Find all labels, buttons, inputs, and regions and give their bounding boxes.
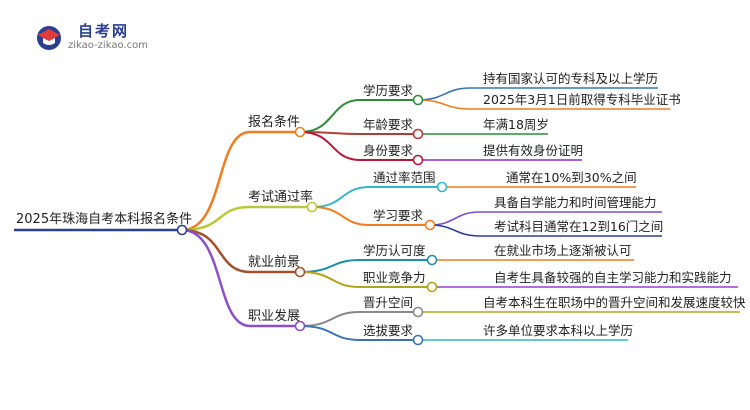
leaf-label: 自考生具备较强的自主学习能力和实践能力 bbox=[494, 270, 732, 285]
logo-url: zikao-zikao.com bbox=[68, 40, 148, 51]
topic-label-identity: 身份要求 bbox=[363, 143, 414, 158]
b2-node-dot bbox=[294, 266, 306, 278]
leaf-label: 考试科目通常在12到16门之间 bbox=[494, 219, 664, 234]
topic-label-age: 年龄要求 bbox=[363, 117, 414, 132]
edge-root-b0 bbox=[181, 130, 300, 232]
b1-c0-node-dot bbox=[436, 181, 448, 193]
topic-label-selection: 选拔要求 bbox=[363, 323, 414, 338]
b3-node-dot bbox=[294, 320, 306, 332]
branch-label-employment: 就业前景 bbox=[248, 255, 301, 270]
edge-b1-c1 bbox=[311, 206, 430, 226]
mindmap-edges bbox=[14, 87, 740, 341]
mindmap-root-label: 2025年珠海自考本科报名条件 bbox=[16, 212, 193, 227]
b1-c1-node-dot bbox=[424, 219, 436, 231]
edge-root-b1 bbox=[181, 205, 312, 232]
branch-label-registration: 报名条件 bbox=[248, 115, 301, 130]
topic-label-education: 学历要求 bbox=[363, 83, 414, 98]
leaf-label: 提供有效身份证明 bbox=[483, 143, 584, 158]
topic-label-pass-range: 通过率范围 bbox=[373, 170, 436, 185]
logo-title: 自考网 bbox=[78, 22, 130, 40]
leaf-label: 具备自学能力和时间管理能力 bbox=[494, 195, 657, 210]
b3-c1-node-dot bbox=[412, 334, 424, 346]
branch-label-career: 职业发展 bbox=[248, 309, 301, 324]
edge-b1-c0 bbox=[311, 186, 442, 208]
site-logo: 自考网 zikao-zikao.com bbox=[30, 18, 180, 58]
b0-c1-node-dot bbox=[412, 128, 424, 140]
edge-b0-c0 bbox=[299, 99, 418, 133]
topic-label-promotion: 晋升空间 bbox=[363, 295, 414, 310]
edge-b2-c1 bbox=[299, 271, 432, 288]
root-node-dot bbox=[176, 224, 188, 236]
topic-label-study: 学习要求 bbox=[373, 208, 424, 223]
leaf-label: 2025年3月1日前取得专科毕业证书 bbox=[483, 92, 681, 107]
edge-root-b3 bbox=[181, 228, 300, 328]
b2-c1-node-dot bbox=[426, 281, 438, 293]
edge-b0-c0-l1 bbox=[417, 99, 670, 110]
b3-c0-node-dot bbox=[412, 306, 424, 318]
leaf-label: 许多单位要求本科以上学历 bbox=[483, 323, 634, 338]
graduation-cap-icon bbox=[37, 26, 61, 50]
edge-b0-c2 bbox=[299, 131, 418, 161]
leaf-label: 持有国家认可的专科及以上学历 bbox=[483, 71, 659, 86]
b0-c2-node-dot bbox=[412, 154, 424, 166]
b2-c0-node-dot bbox=[426, 254, 438, 266]
edge-root-b2 bbox=[181, 228, 300, 274]
leaf-label: 通常在10%到30%之间 bbox=[506, 170, 637, 185]
edge-b1-c1-l1 bbox=[429, 224, 662, 237]
leaf-label: 年满18周岁 bbox=[483, 117, 549, 132]
leaf-label: 在就业市场上逐渐被认可 bbox=[494, 243, 632, 258]
b0-c0-node-dot bbox=[412, 94, 424, 106]
mindmap-nodes bbox=[176, 94, 448, 346]
b1-node-dot bbox=[306, 201, 318, 213]
leaf-label: 自考本科生在职场中的晋升空间和发展速度较快 bbox=[483, 295, 746, 310]
edge-b0-c1 bbox=[299, 131, 418, 135]
branch-label-pass-rate: 考试通过率 bbox=[248, 190, 314, 205]
edge-b3-c1 bbox=[299, 325, 418, 341]
b0-node-dot bbox=[294, 126, 306, 138]
topic-label-competitiveness: 职业竞争力 bbox=[363, 270, 426, 285]
topic-label-recognition: 学历认可度 bbox=[363, 243, 426, 258]
